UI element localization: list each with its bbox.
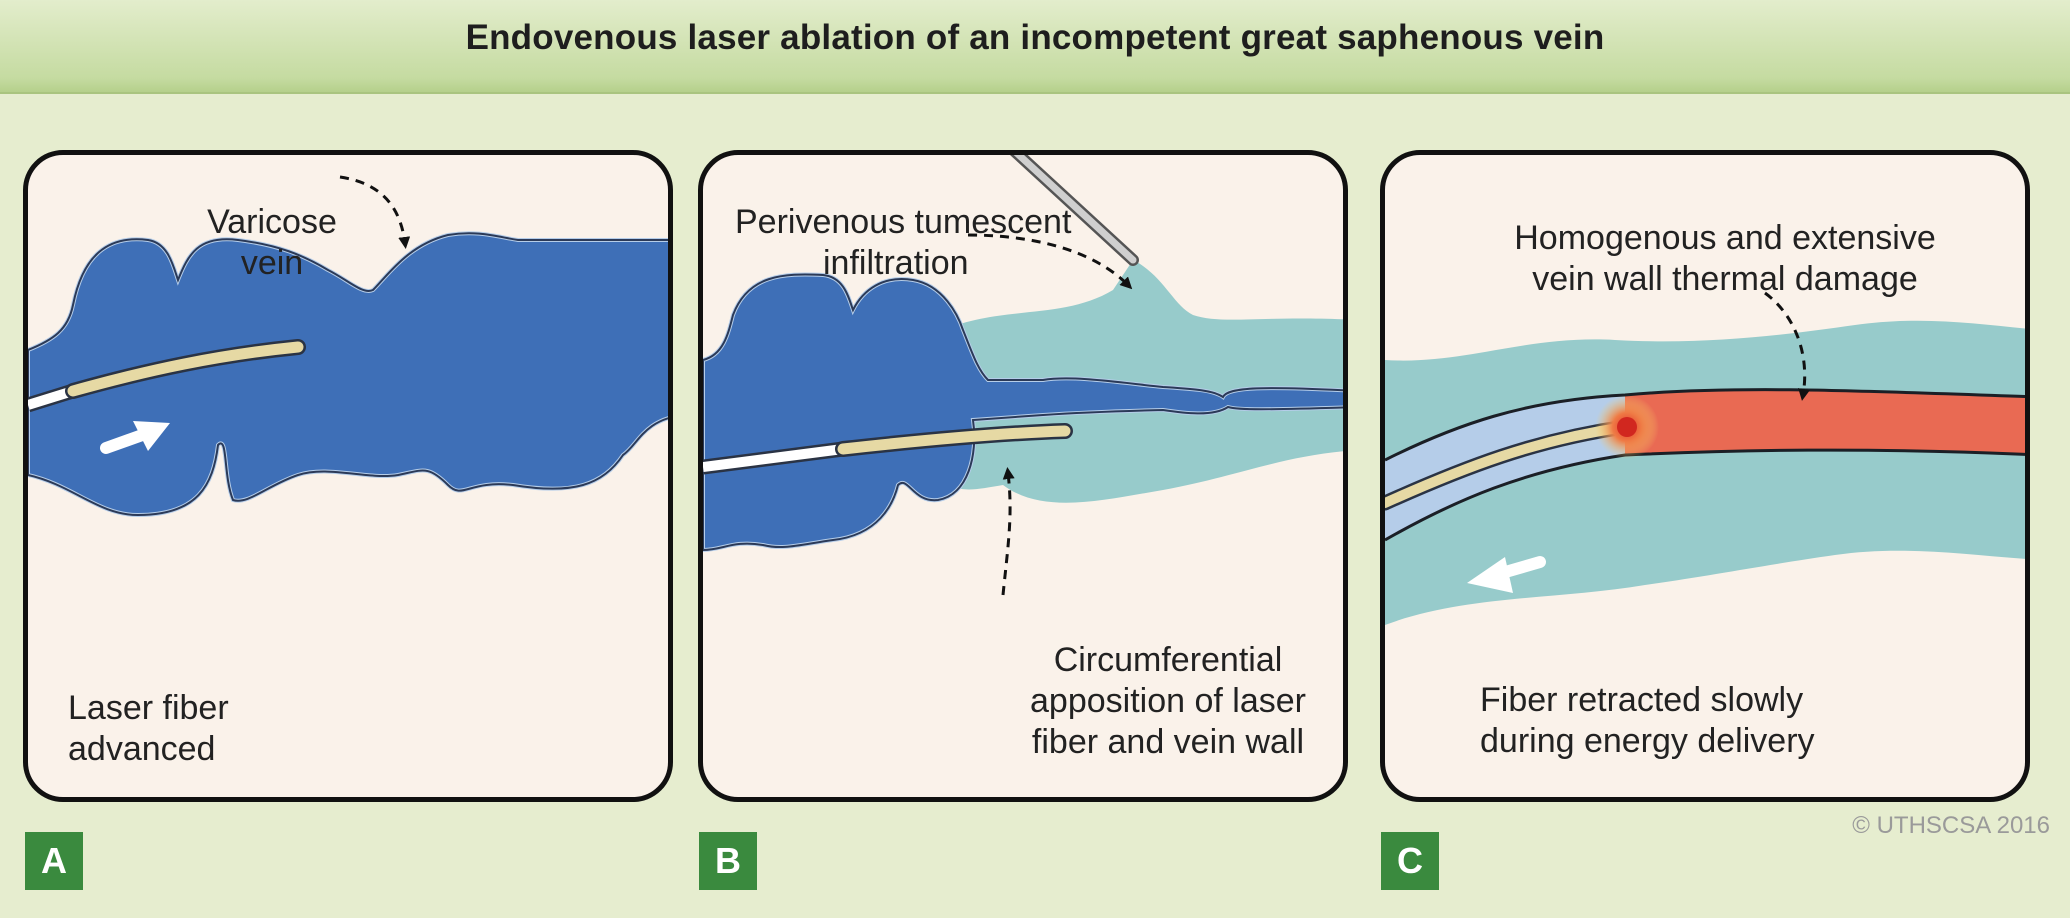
advance-arrow-icon	[100, 421, 170, 454]
panel-c-illustration	[1385, 291, 2025, 625]
panel-a: Varicose vein Laser fiber advanced	[23, 150, 673, 802]
panel-c: Homogenous and extensive vein wall therm…	[1380, 150, 2030, 802]
panel-b-illustration	[703, 155, 1343, 596]
perivenous-infiltration-label-line2: infiltration	[823, 244, 969, 282]
panel-c-badge: C	[1381, 832, 1439, 890]
panel-b-badge: B	[699, 832, 757, 890]
panel-a-illustration	[28, 175, 668, 518]
varicose-vein-label: Varicose vein	[207, 203, 337, 282]
vein-interior-outline	[28, 232, 668, 517]
infiltration-pointer-arrow	[967, 233, 1133, 290]
title-bar: Endovenous laser ablation of an incompet…	[0, 0, 2070, 94]
figure-title: Endovenous laser ablation of an incompet…	[465, 18, 1605, 57]
ablated-vein-wall	[1625, 389, 2025, 455]
panel-a-badge: A	[25, 832, 83, 890]
vein-outline	[703, 273, 1343, 552]
circumferential-apposition-label: Circumferential apposition of laser fibe…	[1030, 641, 1306, 761]
copyright-notice: © UTHSCSA 2016	[1852, 812, 2050, 839]
retract-arrow-icon	[1467, 556, 1546, 593]
laser-fiber-advanced-label: Laser fiber advanced	[68, 689, 229, 768]
varicose-pointer-arrow	[339, 175, 411, 249]
tumescent-fluid-region	[943, 260, 1343, 503]
perivenous-infiltration-label: Perivenous tumescent	[735, 203, 1072, 241]
needle-icon	[1010, 155, 1139, 266]
panel-b: Perivenous tumescent infiltration Circum…	[698, 150, 1348, 802]
damage-pointer-arrow	[1764, 291, 1810, 401]
fiber-retracted-label: Fiber retracted slowly during energy del…	[1480, 681, 1815, 760]
thermal-damage-label: Homogenous and extensive vein wall therm…	[1514, 219, 1936, 298]
apposition-pointer-arrow	[1001, 467, 1015, 596]
